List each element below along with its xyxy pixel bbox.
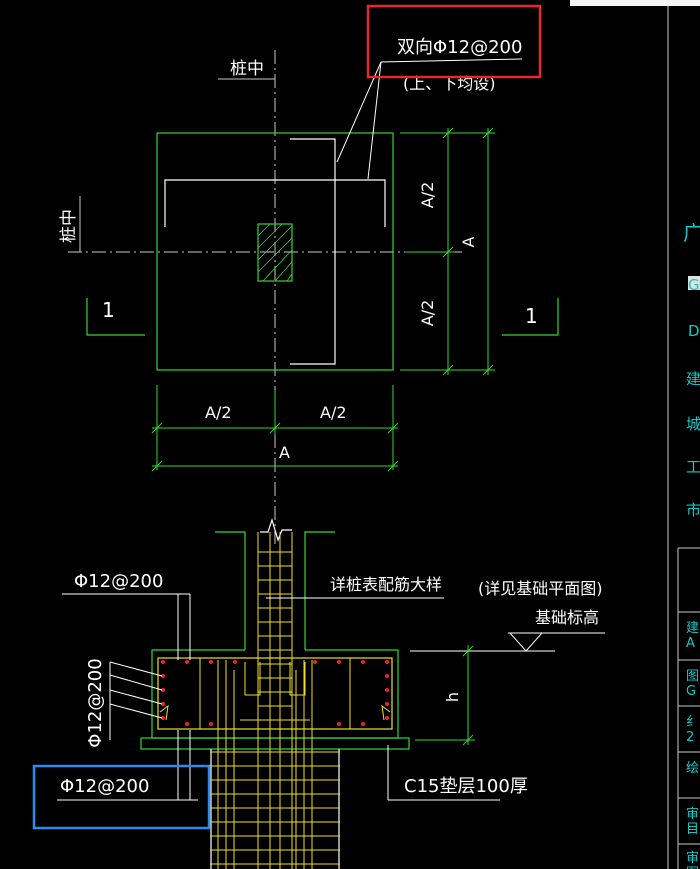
section-mark-right: 1: [525, 304, 538, 328]
axis-label-left: 桩中: [59, 209, 79, 243]
dim-half-v-bottom: A/2: [418, 300, 437, 327]
highlight-red-box: [366, 4, 542, 79]
dim-half-v-top: A/2: [418, 182, 437, 209]
tb-char-3: 建: [686, 370, 700, 388]
tb-char-2: D: [688, 322, 700, 340]
note-elevation: 基础标高: [535, 608, 599, 627]
tb-row-5: 审图: [686, 851, 699, 869]
section-mark-right-line: [502, 298, 559, 336]
tb-char-4: 城: [686, 415, 700, 433]
dim-horizontal: [151, 385, 399, 472]
tb-char-1: G: [688, 276, 700, 294]
rebar-top-bracket: [164, 179, 386, 227]
cap-rebar-cage: [157, 657, 393, 730]
rebar-bottom-left: Φ12@200: [60, 776, 149, 797]
tb-char-0: 广: [683, 221, 700, 245]
section-mark-left: 1: [102, 298, 115, 322]
break-symbol: [260, 518, 292, 542]
tb-row-3: 绘: [686, 761, 699, 776]
cushion-layer: [140, 737, 410, 750]
top-right-strip: [570, 0, 700, 6]
rebar-dots: [161, 660, 389, 726]
section-view: 详桩表配筋大样 (详见基础平面图) 基础标高 Φ12@200 Φ12@200 Φ…: [57, 518, 605, 869]
axis-label-top: 桩中: [230, 59, 264, 79]
plan-view: 双向Φ12@200 (上、下均设) 桩中 桩中 1 1 A/2 A/2 A A/…: [59, 37, 559, 545]
dim-height: h: [443, 692, 462, 702]
rebar-top-left: Φ12@200: [74, 571, 163, 592]
tb-char-5: 工: [686, 458, 700, 476]
cushion-note: C15垫层100厚: [404, 776, 528, 797]
rebar-side-vertical: Φ12@200: [85, 658, 106, 747]
pile-hoops: [210, 551, 340, 865]
dim-half-h-left: A/2: [205, 403, 232, 422]
tb-char-6: 市: [686, 501, 700, 519]
dim-total-v: A: [459, 236, 478, 247]
pile-cap-outline: [151, 649, 399, 739]
pile-rebars: [217, 532, 313, 869]
dim-half-h-right: A/2: [320, 403, 347, 422]
highlight-blue-box: [32, 764, 211, 830]
dim-total-h: A: [279, 443, 290, 462]
title-block: 广 G D 建 城 工 市 建A 图G 纟2 绘 审目 审图: [667, 0, 700, 869]
column-outline: [215, 531, 246, 650]
rebar-right-bracket: [290, 138, 336, 365]
tb-row-4: 审目: [686, 807, 699, 837]
note-see-plan: (详见基础平面图): [478, 579, 603, 598]
section-mark-left-line: [86, 298, 145, 336]
dim-vertical: [400, 127, 495, 376]
top-rebar-note: 双向Φ12@200: [397, 37, 522, 58]
footing-outline: [156, 132, 394, 371]
note-pile-detail: 详桩表配筋大样: [330, 575, 442, 594]
top-rebar-sub: (上、下均设): [403, 74, 496, 93]
